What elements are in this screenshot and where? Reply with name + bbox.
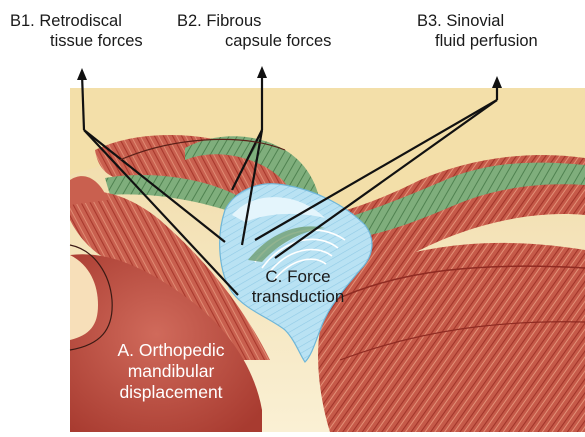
label-b3-line2: fluid perfusion <box>417 31 538 51</box>
label-b1-retrodiscal: B1. Retrodiscal tissue forces <box>10 11 143 51</box>
label-a-line2: mandibular <box>96 361 246 382</box>
arrowhead-b1 <box>77 68 87 80</box>
label-b1-line1: B1. Retrodiscal <box>10 11 143 31</box>
label-a-line3: displacement <box>96 382 246 403</box>
arrowhead-b3 <box>492 76 502 88</box>
label-b1-line2: tissue forces <box>10 31 143 51</box>
label-b2-line1: B2. Fibrous <box>177 11 331 31</box>
label-c-line2: transduction <box>238 287 358 307</box>
arrowhead-b2 <box>257 66 267 78</box>
label-b2-fibrous: B2. Fibrous capsule forces <box>177 11 331 51</box>
label-a-line1: A. Orthopedic <box>96 340 246 361</box>
label-a-orthopedic: A. Orthopedic mandibular displacement <box>96 340 246 403</box>
label-b3-line1: B3. Sinovial <box>417 11 538 31</box>
label-b2-line2: capsule forces <box>177 31 331 51</box>
label-c-force-transduction: C. Force transduction <box>238 267 358 307</box>
label-c-line1: C. Force <box>238 267 358 287</box>
label-b3-sinovial: B3. Sinovial fluid perfusion <box>417 11 538 51</box>
